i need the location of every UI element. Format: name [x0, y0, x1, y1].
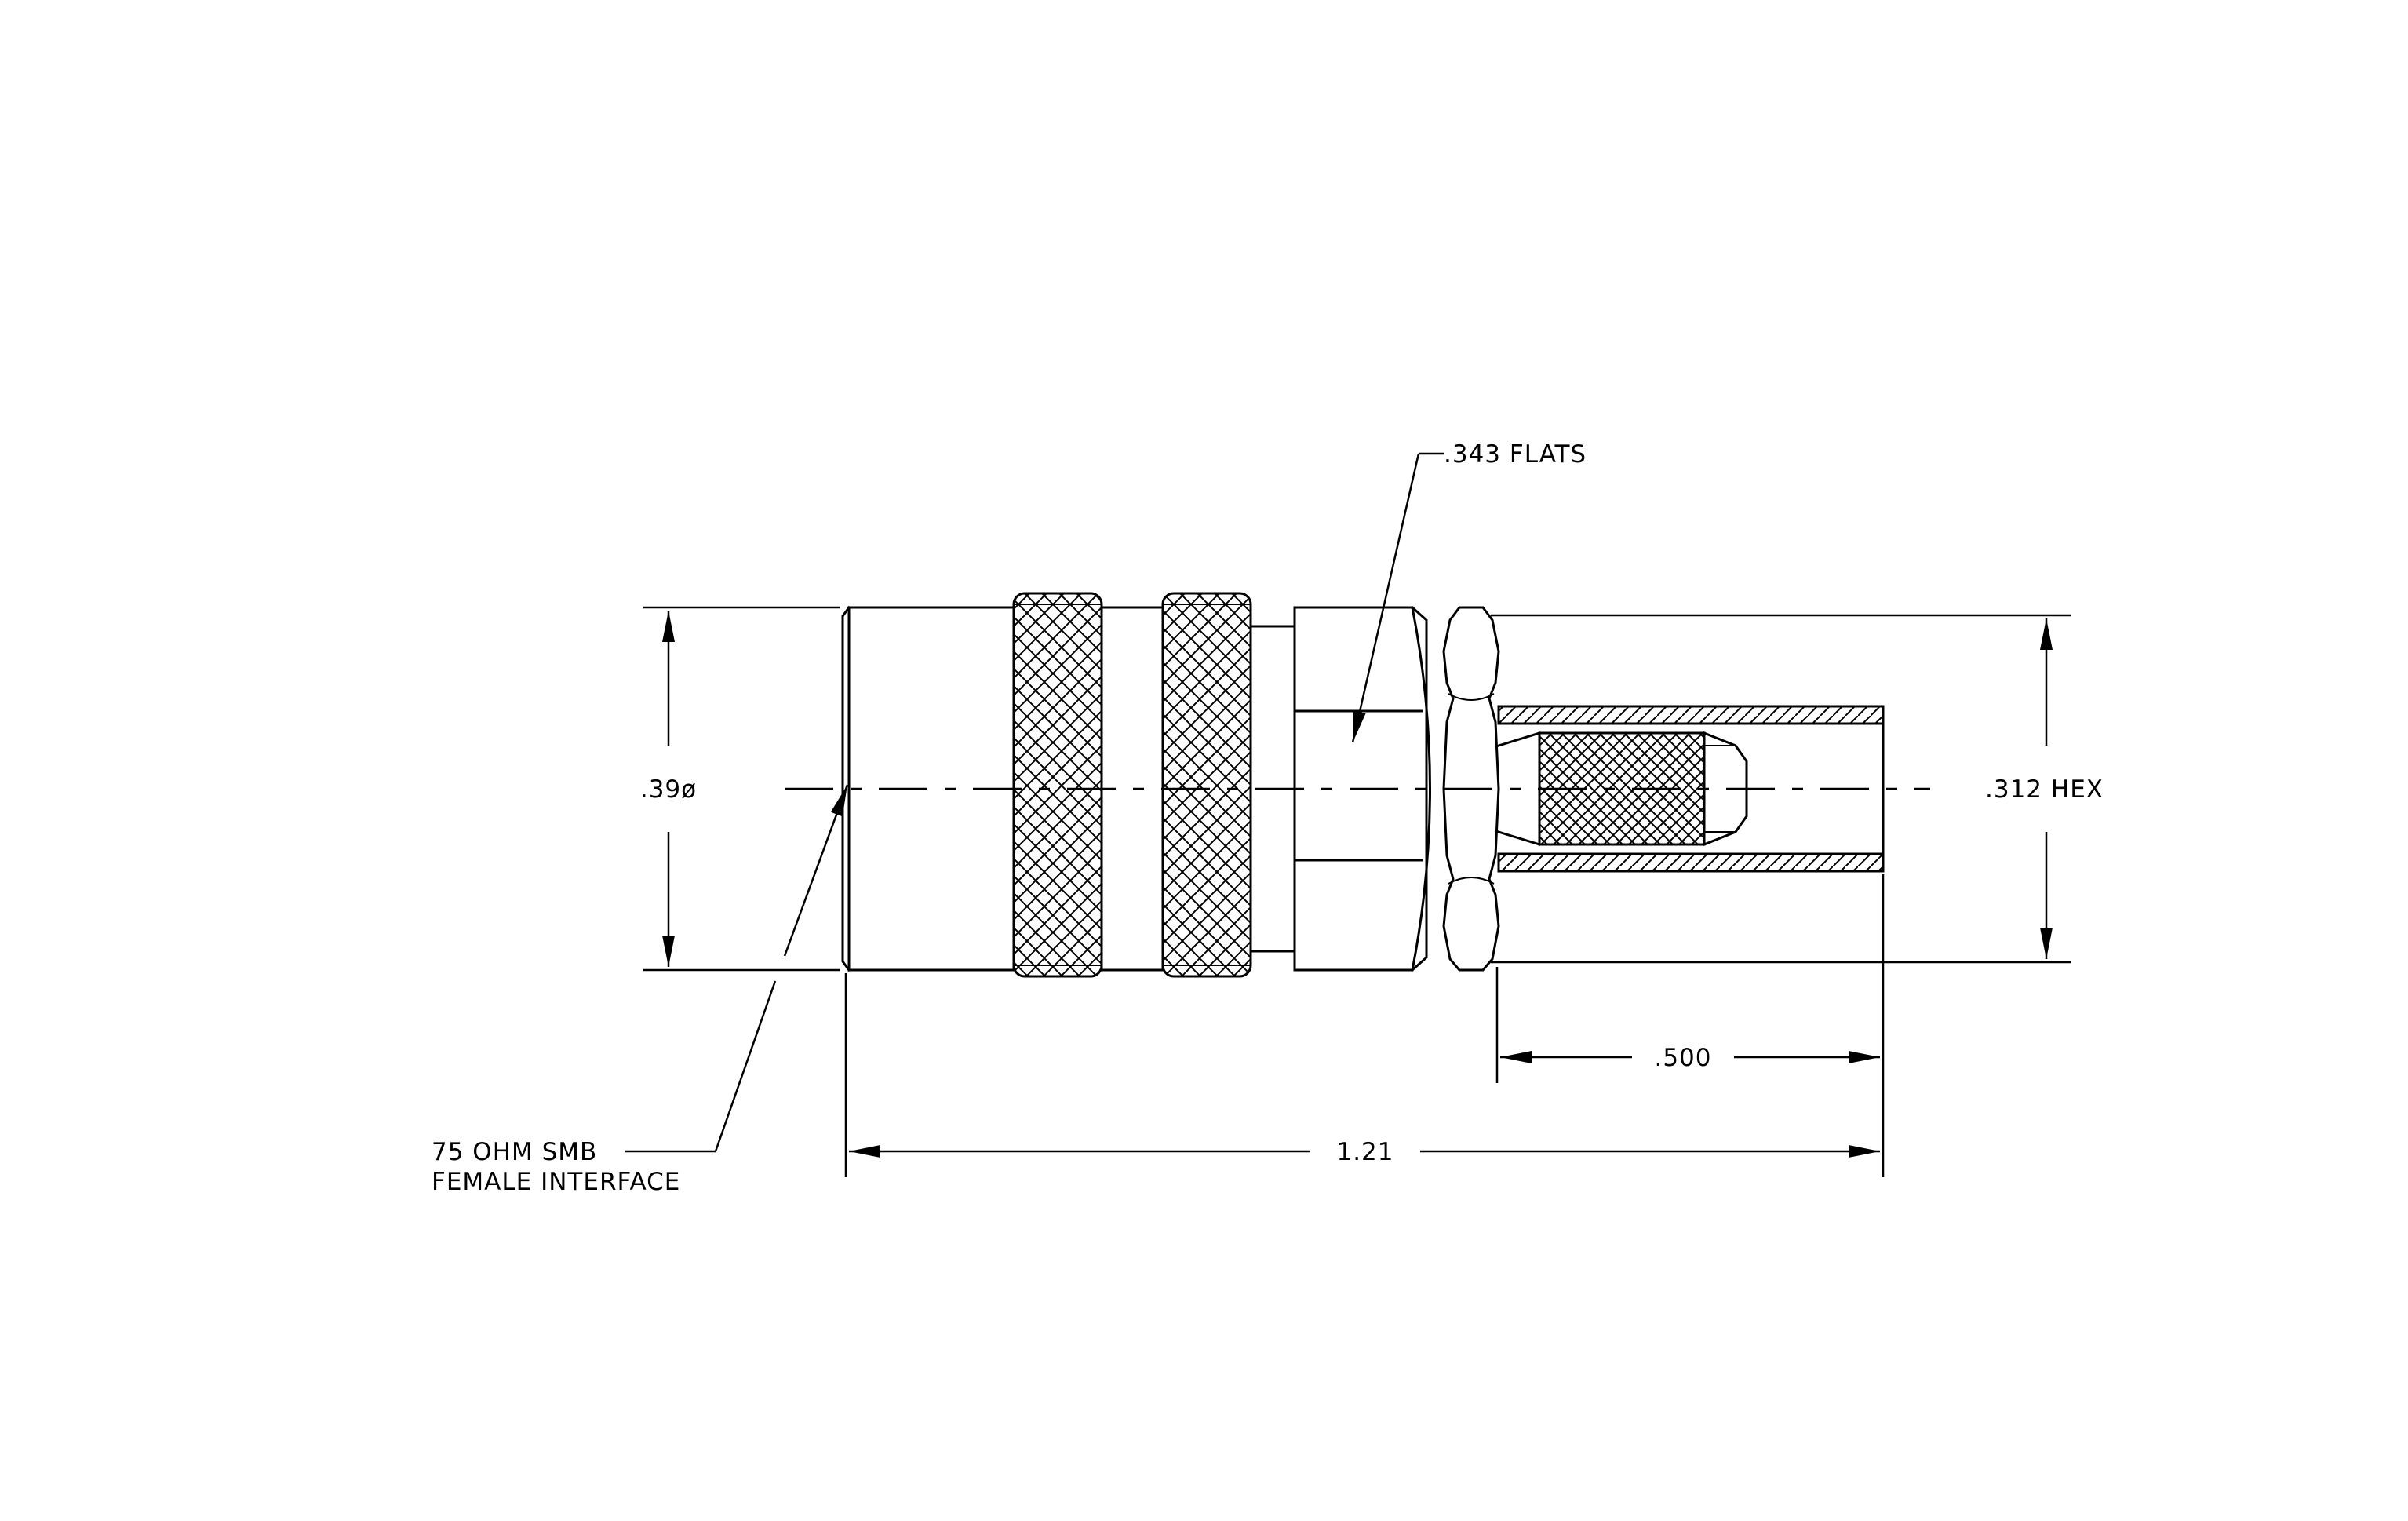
diameter-label: .39ø: [640, 775, 697, 804]
interface-label-line2: FEMALE INTERFACE: [432, 1168, 680, 1196]
connector-body: [841, 592, 1885, 978]
hex-nut: [1442, 606, 1500, 972]
overall-length-dimension: 1.21: [844, 973, 1880, 1177]
knurl-band-2: [1161, 592, 1252, 978]
overall-length-label: 1.21: [1336, 1138, 1393, 1166]
flats-callout: .343 FLATS: [1351, 440, 1587, 743]
crimp-length-dimension: .500: [1495, 874, 1885, 1177]
knurl-band-1: [1012, 592, 1103, 978]
interface-label-line1: 75 OHM SMB: [432, 1138, 597, 1166]
hex-label: .312 HEX: [1985, 775, 2104, 804]
diameter-dimension: .39ø: [640, 606, 840, 972]
crimp-ferrule: [1497, 705, 1885, 873]
flats-label: .343 FLATS: [1444, 440, 1587, 469]
crimp-length-label: .500: [1654, 1044, 1711, 1072]
hex-dimension: .312 HEX: [1491, 614, 2104, 964]
interface-callout: 75 OHM SMB FEMALE INTERFACE: [432, 784, 849, 1196]
